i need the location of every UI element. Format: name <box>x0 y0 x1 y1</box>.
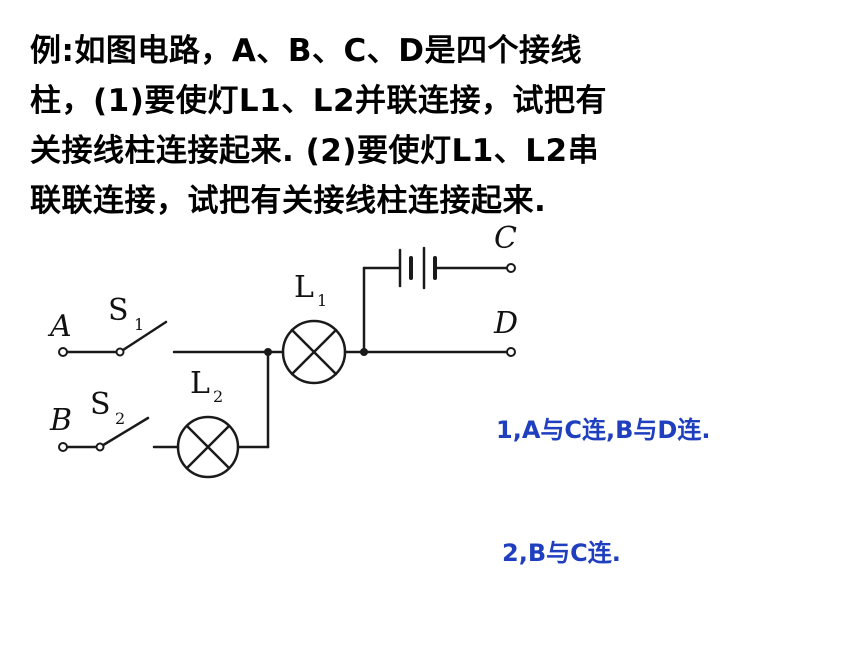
switch-s1-blade <box>118 320 168 354</box>
terminal-c-post <box>506 263 516 273</box>
lamp-l2-subscript: 2 <box>213 387 223 406</box>
terminal-a-post <box>58 347 68 357</box>
lamp-l2 <box>176 415 240 479</box>
switch-s2-pivot <box>95 442 105 452</box>
switch-s2-subscript: 2 <box>115 409 125 428</box>
question-line-3: 关接线柱连接起来. (2)要使灯L1、L2串 <box>30 133 600 169</box>
answer-parallel: 1,A与C连,B与D连. <box>496 416 711 444</box>
battery <box>398 246 437 290</box>
junction-dot-right <box>360 348 368 356</box>
junction-dot-left <box>264 348 272 356</box>
terminal-b-post <box>58 442 68 452</box>
question-line-2: 柱，(1)要使灯L1、L2并联连接，试把有 <box>30 83 608 119</box>
terminal-d-label: D <box>493 306 518 341</box>
terminal-d-post <box>506 347 516 357</box>
switch-s1-label: S <box>108 293 129 328</box>
terminal-c-label: C <box>494 221 517 256</box>
lamp-l1-label: L <box>294 270 314 305</box>
answer-series: 2,B与C连. <box>502 539 621 567</box>
switch-s2-blade <box>98 416 150 449</box>
question-text: 例:如图电路，A、B、C、D是四个接线 柱，(1)要使灯L1、L2并联连接，试把… <box>30 26 730 226</box>
terminal-a-label: A <box>47 309 72 344</box>
lamp-l1 <box>281 319 347 385</box>
switch-s2-label: S <box>90 387 111 422</box>
lamp-l1-subscript: 1 <box>317 291 327 310</box>
switch-s1-pivot <box>115 347 125 357</box>
switch-s1-subscript: 1 <box>134 315 144 334</box>
question-line-4: 联联连接，试把有关接线柱连接起来. <box>30 183 547 219</box>
terminal-b-label: B <box>49 403 72 438</box>
question-line-1: 例:如图电路，A、B、C、D是四个接线 <box>30 33 582 69</box>
lamp-l2-label: L <box>190 366 210 401</box>
